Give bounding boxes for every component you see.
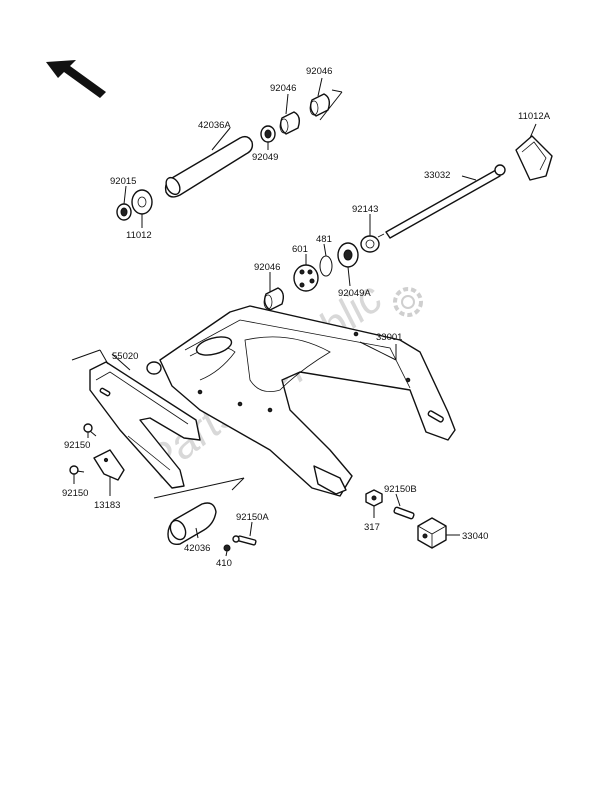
- label-92143: 92143: [352, 204, 378, 215]
- axle-33032: [377, 164, 506, 239]
- label-317: 317: [364, 522, 380, 533]
- label-92046-low: 92046: [254, 262, 280, 273]
- seal-92049A: [337, 242, 359, 268]
- bracket-13183: [93, 449, 125, 481]
- cap-11012A: [515, 135, 553, 181]
- bolt-92150-upper: [83, 423, 97, 437]
- label-11012: 11012: [126, 230, 152, 241]
- label-92150-lower: 92150: [62, 488, 88, 499]
- adjuster-33040: [417, 517, 447, 549]
- collar-92143: [360, 235, 380, 253]
- label-92150-upper: 92150: [64, 440, 90, 451]
- part-labels: 42036A 92046 92046 92049 92015 11012 110…: [62, 66, 551, 569]
- chain-guard-55020: [89, 361, 201, 489]
- label-92150B: 92150B: [384, 484, 417, 495]
- label-92046-mid: 92046: [270, 83, 296, 94]
- front-direction-arrow-icon: [46, 60, 106, 98]
- sleeve-42036: [167, 502, 217, 545]
- cap-11012: [131, 189, 153, 215]
- label-92046-top: 92046: [306, 66, 332, 77]
- nut-317: [365, 489, 383, 507]
- swingarm-33001: [146, 305, 456, 497]
- label-42036: 42036: [184, 543, 210, 554]
- seal-92015: [116, 203, 132, 221]
- bearing-92046-pair: [279, 93, 331, 135]
- watermark-gear-icon: [393, 287, 423, 317]
- label-13183: 13183: [94, 500, 120, 511]
- bolt-92150-lower: [69, 465, 85, 475]
- bolt-92150B: [393, 506, 415, 520]
- seal-92049: [260, 125, 276, 143]
- label-33001: 33001: [376, 332, 402, 343]
- label-92049A: 92049A: [338, 288, 371, 299]
- label-92049: 92049: [252, 152, 278, 163]
- circlip-481: [319, 255, 333, 277]
- label-11012A: 11012A: [518, 111, 551, 122]
- label-481: 481: [316, 234, 332, 245]
- label-601: 601: [292, 244, 308, 255]
- bearing-92046-lower: [263, 287, 285, 311]
- label-42036A: 42036A: [198, 120, 231, 131]
- bolt-92150A: [232, 535, 257, 546]
- label-33040: 33040: [462, 531, 488, 542]
- label-55020: 55020: [112, 351, 138, 362]
- sleeve-42036A: [164, 135, 254, 198]
- label-92150A: 92150A: [236, 512, 269, 523]
- label-92015: 92015: [110, 176, 136, 187]
- leader-lines: [71, 77, 537, 557]
- bearing-601: [293, 264, 319, 292]
- label-33032: 33032: [424, 170, 450, 181]
- nut-410: [223, 544, 231, 552]
- label-410: 410: [216, 558, 232, 569]
